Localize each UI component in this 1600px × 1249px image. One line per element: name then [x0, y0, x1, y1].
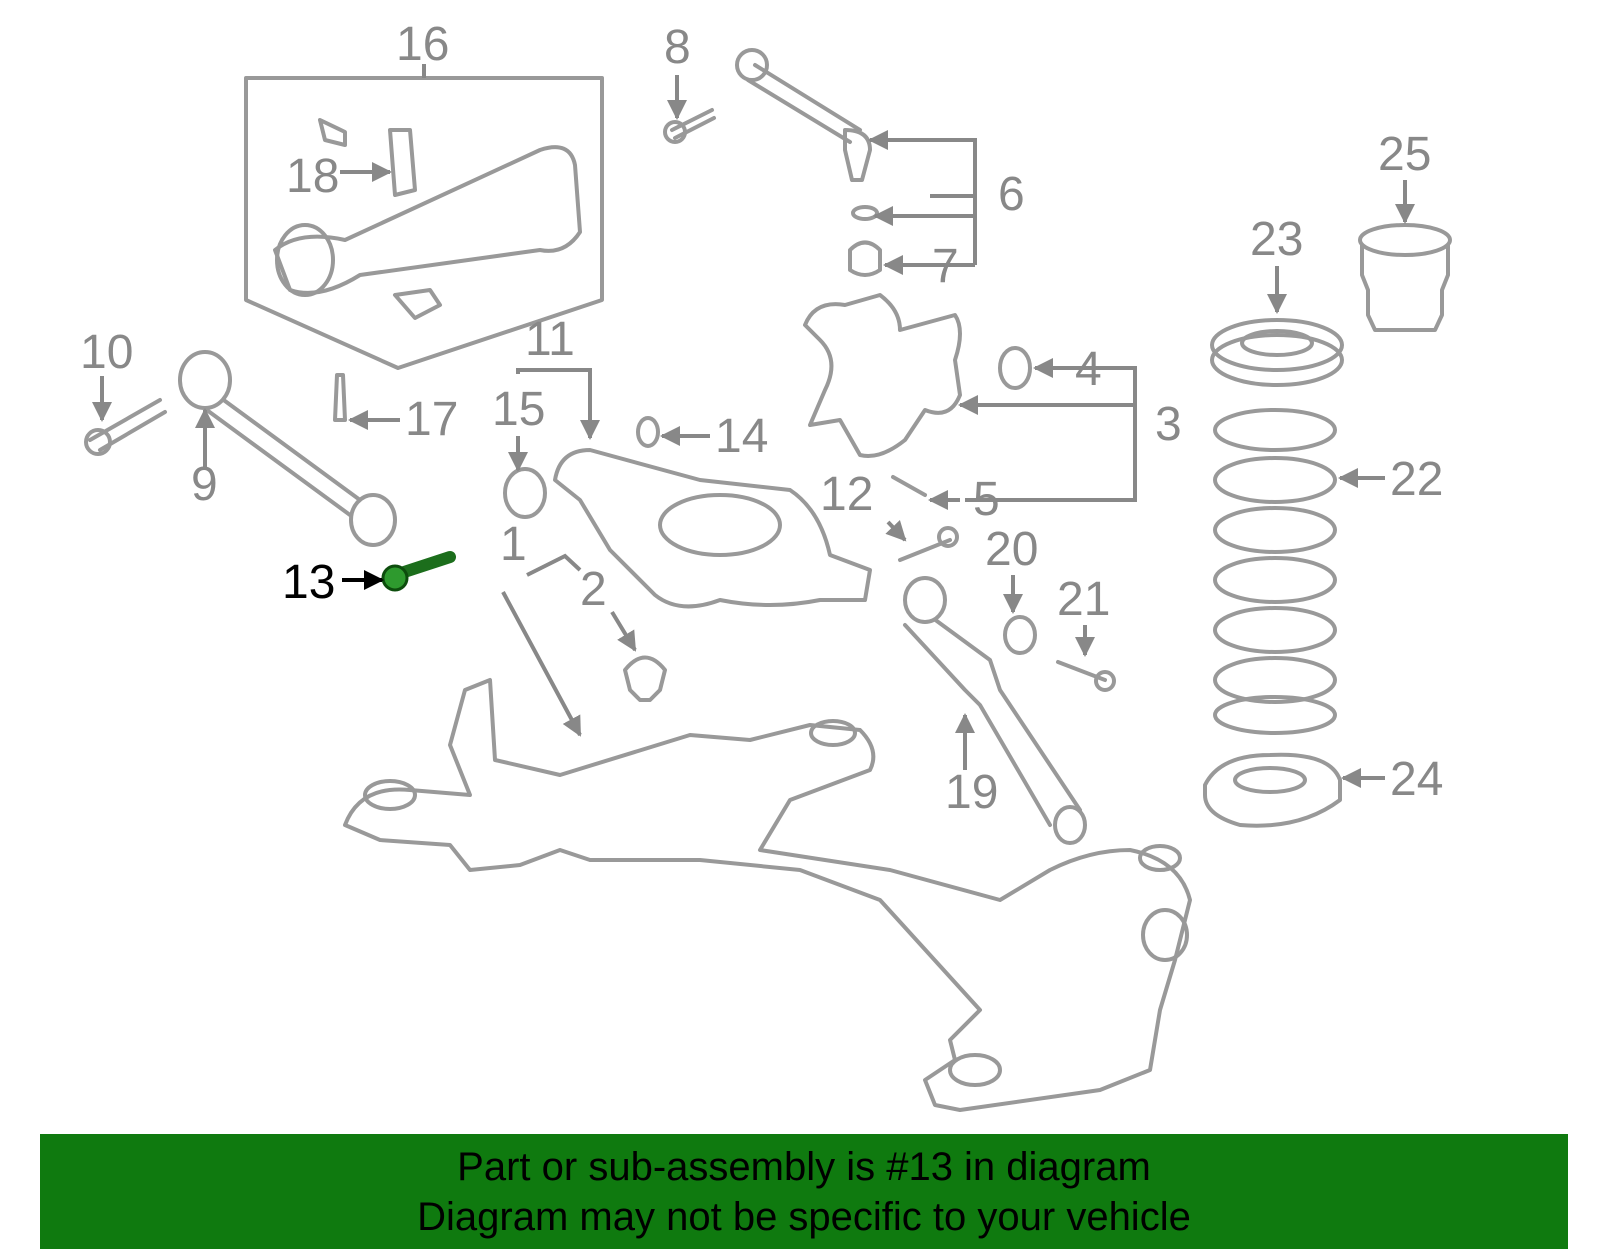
label-21: 21 [1057, 573, 1110, 626]
part-3-knuckle [803, 293, 962, 458]
label-13: 13 [282, 556, 335, 609]
label-1: 1 [500, 518, 527, 571]
part-10-bolt [84, 398, 167, 456]
label-19: 19 [945, 766, 998, 819]
label-11: 11 [525, 313, 575, 366]
label-12: 12 [820, 468, 873, 521]
label-14: 14 [715, 410, 768, 463]
part-17-stud [333, 373, 347, 422]
part-5-bolt [891, 475, 927, 497]
label-7: 7 [932, 240, 959, 293]
part-19-shock-absorber [903, 576, 1087, 845]
part-25-bump-stop [1358, 223, 1452, 332]
banner-line-1: Part or sub-assembly is #13 in diagram [457, 1145, 1151, 1189]
part-6-upper-link [735, 48, 879, 221]
part-24-lower-seat [1203, 752, 1342, 828]
part-20-bushing [1003, 615, 1037, 655]
label-24: 24 [1390, 753, 1443, 806]
info-banner: Part or sub-assembly is #13 in diagram D… [40, 1134, 1568, 1249]
label-4: 4 [1075, 343, 1102, 396]
banner-line-2: Diagram may not be specific to your vehi… [417, 1195, 1191, 1239]
part-14-bushing [636, 416, 660, 448]
label-3: 3 [1155, 398, 1182, 451]
label-2: 2 [580, 563, 607, 616]
leader-lines [92, 64, 1415, 788]
part-9-lateral-link [178, 350, 397, 547]
label-18: 18 [286, 150, 339, 203]
part-11-lower-arm [553, 448, 872, 609]
part-2-mount [623, 655, 667, 702]
label-23: 23 [1250, 213, 1303, 266]
part-4-bushing [998, 346, 1032, 390]
label-9: 9 [191, 458, 218, 511]
label-10: 10 [80, 326, 133, 379]
label-5: 5 [973, 473, 1000, 526]
part-13-bolt-highlighted [381, 551, 456, 592]
label-20: 20 [985, 523, 1038, 576]
label-16: 16 [396, 18, 449, 71]
part-8-bolt [663, 108, 716, 144]
label-15: 15 [492, 383, 545, 436]
label-25: 25 [1378, 128, 1431, 181]
part-1-crossmember [343, 678, 1192, 1112]
label-8: 8 [664, 21, 691, 74]
part-15-bushing [503, 467, 547, 519]
part-22-coil-spring [1213, 408, 1337, 735]
label-17: 17 [405, 393, 458, 446]
label-22: 22 [1390, 453, 1443, 506]
part-16-upper-arm-assembly [244, 76, 604, 370]
part-12-bolt [898, 526, 959, 562]
part-21-bolt [1056, 660, 1116, 692]
part-23-spring-seat [1210, 318, 1344, 387]
part-7-bushing [848, 240, 882, 277]
label-6: 6 [998, 168, 1025, 221]
